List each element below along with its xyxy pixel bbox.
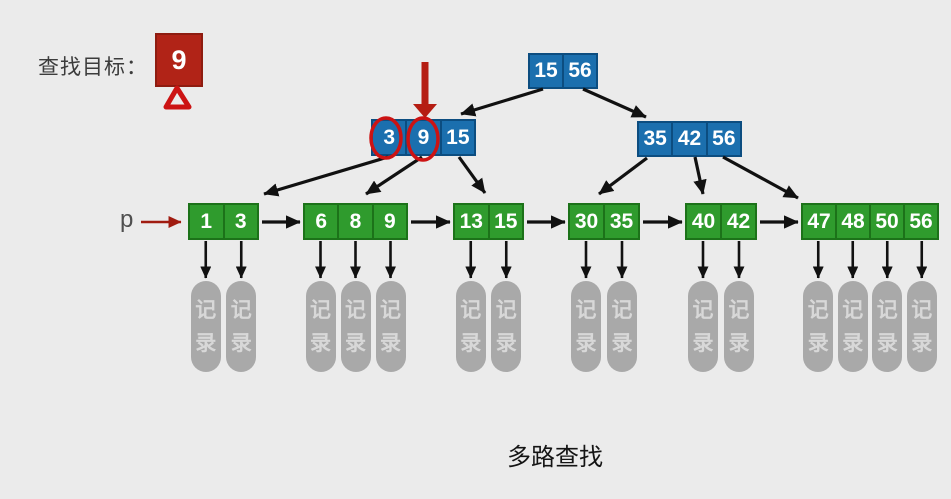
record-pill: 记录 xyxy=(190,281,221,372)
tree-key-cell: 3 xyxy=(371,119,408,156)
record-pill-char: 记 xyxy=(876,298,898,322)
tree-key-cell: 8 xyxy=(337,203,374,240)
tree-edge-arrow xyxy=(457,156,487,194)
tree-edge-arrow xyxy=(582,87,647,119)
tree-key-cell: 35 xyxy=(603,203,640,240)
tree-key-cell: 42 xyxy=(720,203,757,240)
tree-key-cell: 47 xyxy=(801,203,837,240)
record-pill-char: 记 xyxy=(460,298,482,322)
record-pill: 记录 xyxy=(375,281,406,372)
tree-key-cell: 56 xyxy=(903,203,939,240)
record-pill: 记录 xyxy=(340,281,371,372)
tree-key-cell: 15 xyxy=(439,119,476,156)
record-pill-char: 录 xyxy=(380,331,401,355)
record-pill: 记录 xyxy=(491,281,522,372)
record-pill-char: 录 xyxy=(692,331,714,355)
record-pill: 记录 xyxy=(571,281,601,372)
record-pill-char: 录 xyxy=(345,331,366,355)
record-pill-char: 记 xyxy=(911,298,933,322)
record-pill-char: 录 xyxy=(842,331,864,355)
record-pill: 记录 xyxy=(872,281,903,372)
record-pill: 记录 xyxy=(724,281,754,372)
record-pill: 记录 xyxy=(305,281,336,372)
tree-key-cell: 48 xyxy=(835,203,871,240)
record-pill-char: 记 xyxy=(611,298,633,322)
record-pill-char: 记 xyxy=(807,298,829,322)
tree-key-cell: 42 xyxy=(671,121,708,157)
record-pill: 记录 xyxy=(607,281,637,372)
diagram-title: 多路查找 xyxy=(507,444,603,471)
tree-key-cell: 40 xyxy=(685,203,722,240)
tree-key-cell: 3 xyxy=(222,203,259,240)
pointer-label: p xyxy=(120,206,134,233)
record-pill-char: 录 xyxy=(807,331,829,355)
record-pill: 记录 xyxy=(906,281,937,372)
tree-edge-arrow xyxy=(722,155,799,200)
tree-key-cell: 13 xyxy=(453,203,490,240)
record-pill-char: 录 xyxy=(460,331,482,355)
tree-key-cell: 30 xyxy=(568,203,605,240)
record-pill-char: 记 xyxy=(728,298,750,322)
record-pill-char: 录 xyxy=(230,331,252,355)
tree-key-cell: 35 xyxy=(637,121,674,157)
record-pill-char: 记 xyxy=(345,298,366,322)
tree-key-cell: 56 xyxy=(705,121,742,157)
record-pill: 记录 xyxy=(455,281,486,372)
record-pill-char: 记 xyxy=(692,298,714,322)
record-pill: 记录 xyxy=(803,281,834,372)
tree-key-cell: 15 xyxy=(487,203,524,240)
tree-key-cell: 15 xyxy=(528,53,564,89)
tree-edge-arrow xyxy=(693,156,707,195)
tree-key-cell: 56 xyxy=(562,53,598,89)
record-pill-char: 记 xyxy=(842,298,864,322)
record-pill-char: 记 xyxy=(230,298,252,322)
record-pill-char: 记 xyxy=(195,298,217,322)
tree-key-cell: 6 xyxy=(303,203,340,240)
record-pill: 记录 xyxy=(688,281,718,372)
current-key-arrow-head xyxy=(413,104,437,118)
record-pill-char: 录 xyxy=(495,331,517,355)
search-target-box: 9 xyxy=(155,33,203,87)
record-pill-char: 录 xyxy=(876,331,898,355)
record-pill-char: 录 xyxy=(611,331,633,355)
tree-key-cell: 9 xyxy=(371,203,408,240)
tree-edge-arrow xyxy=(598,156,648,196)
tree-key-cell: 1 xyxy=(188,203,225,240)
record-pill-char: 录 xyxy=(728,331,750,355)
record-pill-char: 记 xyxy=(310,298,331,322)
tree-edge-arrow xyxy=(460,87,544,117)
record-pill-char: 记 xyxy=(575,298,597,322)
tree-edge-arrow xyxy=(263,155,389,197)
record-pill: 记录 xyxy=(837,281,868,372)
record-pill-char: 录 xyxy=(310,331,331,355)
record-pill: 记录 xyxy=(226,281,257,372)
record-pill-char: 记 xyxy=(380,298,401,322)
target-marker-triangle xyxy=(163,85,192,110)
tree-key-cell: 9 xyxy=(405,119,442,156)
tree-edge-arrow xyxy=(365,155,423,196)
tree-key-cell: 50 xyxy=(869,203,905,240)
record-pill-char: 录 xyxy=(911,331,933,355)
search-target-label: 查找目标： xyxy=(38,56,148,79)
record-pill-char: 录 xyxy=(195,331,217,355)
search-target-value: 9 xyxy=(171,44,187,75)
record-pill-char: 记 xyxy=(495,298,517,322)
record-pill-char: 录 xyxy=(575,331,597,355)
